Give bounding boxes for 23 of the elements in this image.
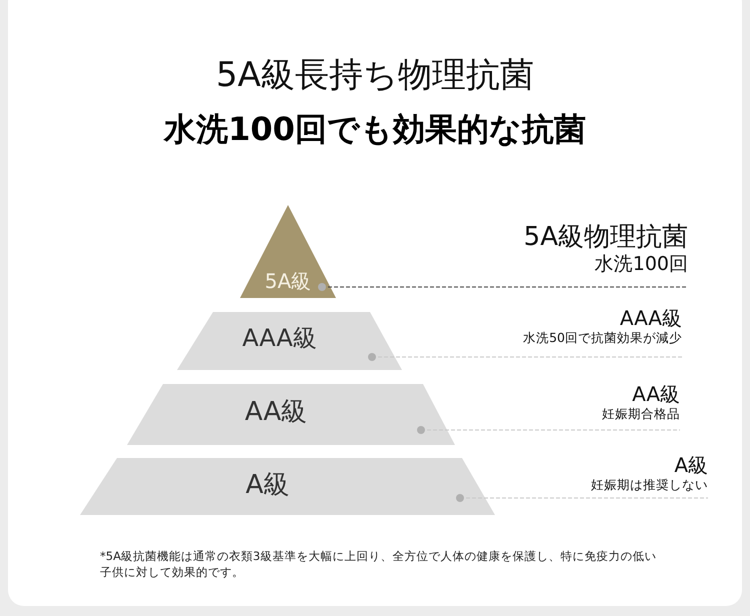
leader-line — [417, 426, 680, 434]
pyramid-top — [240, 205, 336, 298]
level-note: 水洗50回で抗菌効果が減少 — [522, 330, 682, 345]
level-note: 水洗100回 — [594, 253, 688, 276]
leader-line — [318, 283, 688, 291]
level-label: AA級 — [244, 397, 308, 428]
level-label: AAA級 — [241, 324, 318, 353]
level-label: A級 — [244, 470, 290, 502]
level-heading: AAA級 — [618, 306, 682, 330]
leader-line — [456, 494, 708, 502]
level-heading: AA級 — [631, 382, 680, 406]
pyramid-level — [80, 458, 495, 515]
subtitle: 水洗100回でも効果的な抗菌 — [162, 109, 587, 150]
level-label: 5A級 — [264, 269, 312, 293]
level-note: 妊娠期合格品 — [601, 406, 680, 421]
level-heading: A級 — [673, 453, 708, 477]
title: 5A級長持ち物理抗菌 — [215, 54, 535, 97]
level-note: 妊娠期は推奨しない — [590, 477, 708, 492]
level-heading: 5A級物理抗菌 — [522, 222, 688, 254]
footnote: *5A級抗菌機能は通常の衣類3級基準を大幅に上回り、全方位で人体の健康を保護し、特に免疫力の低い子供に対して効果的です。 — [100, 548, 658, 580]
leader-line — [368, 353, 682, 361]
pyramid-level — [177, 312, 402, 370]
pyramid-level — [127, 384, 455, 445]
